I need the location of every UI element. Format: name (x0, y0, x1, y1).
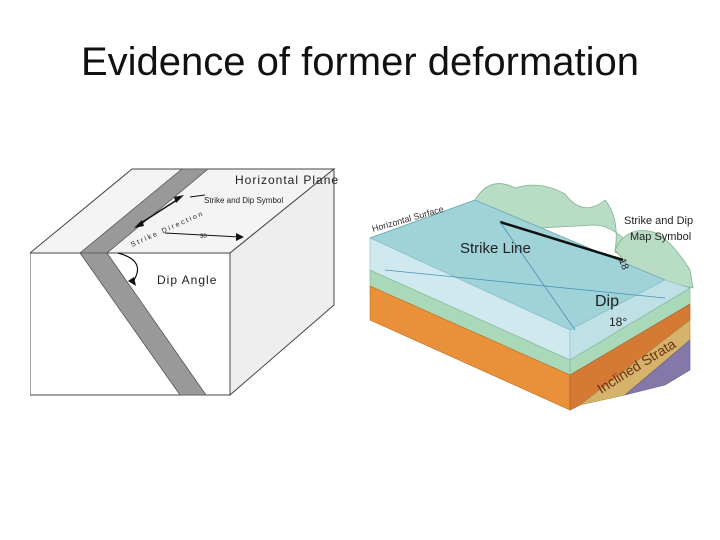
strike-line (137, 197, 181, 226)
map-symbol-label-line2: Map Symbol (630, 231, 691, 243)
dip-line-guide (499, 221, 576, 331)
inclined-strata-diagram: Horizontal Surface Strike Line Strike an… (368, 183, 694, 411)
strike-line-label: Strike Line (460, 240, 531, 257)
horizontal-plane-label: Horizontal Plane (235, 173, 339, 187)
symbol-leader (189, 194, 206, 198)
dip-angle-label: Dip Angle (157, 273, 217, 287)
strike-line-guide (384, 269, 666, 299)
dip-label: Dip (595, 293, 619, 310)
strike-dip-block-diagram: Horizontal Plane Strike and Dip Symbol S… (30, 167, 339, 397)
dip-direction-arrowhead (236, 233, 244, 241)
map-symbol-label-line1: Strike and Dip (624, 215, 693, 227)
angle-mark-label: 30 (200, 234, 207, 240)
dipping-bed-front (79, 252, 207, 396)
block-right-face (229, 167, 335, 397)
strike-line-black (499, 220, 624, 262)
strike-arrowhead-right (174, 195, 184, 203)
dip-angle-arrowhead (128, 277, 136, 286)
dip-direction-line (164, 232, 241, 238)
strike-arrowhead-left (134, 220, 144, 228)
slide-title: Evidence of former deformation (80, 40, 640, 84)
strike-dip-symbol-label: Strike and Dip Symbol (204, 196, 283, 205)
dip-angle-label: 18° (609, 315, 627, 329)
purple-layer-right (624, 339, 691, 396)
green-land-right (614, 230, 694, 289)
symbol-value-label: 18 (616, 257, 630, 272)
